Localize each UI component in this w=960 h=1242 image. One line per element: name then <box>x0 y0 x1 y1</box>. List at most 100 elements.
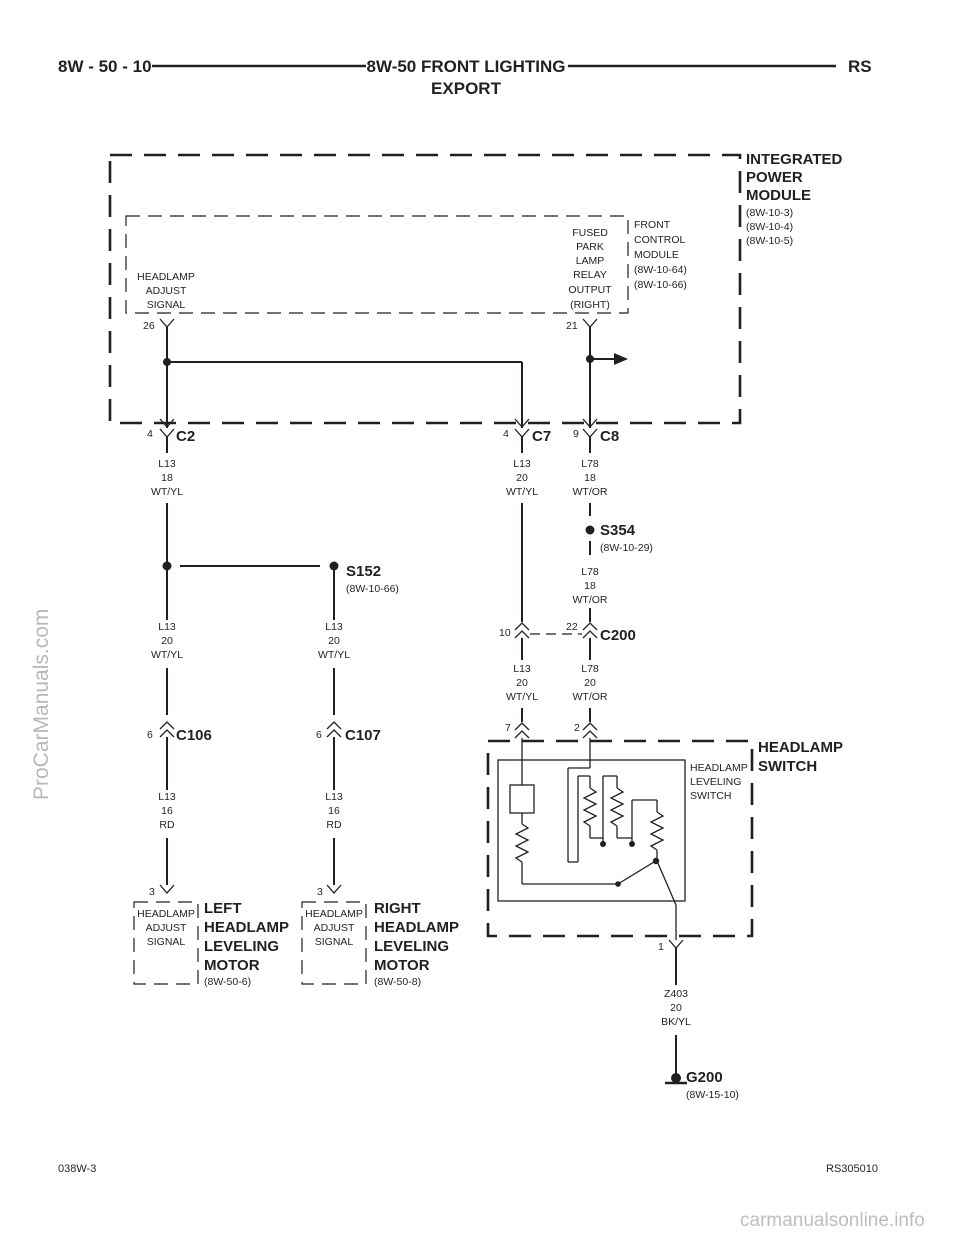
wire-gauge: 20 <box>516 677 528 689</box>
switch-contact-icon <box>617 861 655 885</box>
wire-gauge: 20 <box>328 635 340 647</box>
c106-label: C106 <box>176 727 212 744</box>
page-header: 8W - 50 - 10 8W-50 FRONT LIGHTING EXPORT… <box>58 57 872 98</box>
c200-pin-left: 10 <box>499 627 511 639</box>
fcm-name-2: CONTROL <box>634 234 685 246</box>
headlamp-switch-name-2: SWITCH <box>758 758 817 775</box>
motor-feed-wiring <box>166 737 335 885</box>
left-motor-inner-3: SIGNAL <box>147 936 186 948</box>
wire-gauge: 18 <box>584 580 596 592</box>
left-motor-name-3: LEVELING <box>204 938 279 955</box>
left-motor-inner-1: HEADLAMP <box>137 908 195 920</box>
wire-color: WT/YL <box>151 649 183 661</box>
connector-symbol <box>159 318 175 328</box>
right-branch-wiring <box>521 437 591 635</box>
right-motor-outline <box>301 901 367 985</box>
ipm-name-2: POWER <box>746 169 803 186</box>
right-motor-pin: 3 <box>317 886 323 898</box>
left-motor-name-4: MOTOR <box>204 957 260 974</box>
leveling-switch-schematic <box>509 738 677 940</box>
g200-label: G200 <box>686 1069 723 1086</box>
wire-circuit: L13 <box>513 663 531 675</box>
c106-pin: 6 <box>147 729 153 741</box>
wire-gauge: 18 <box>584 472 596 484</box>
wire-label-c106: L13 16 RD <box>158 791 176 831</box>
side-watermark: ProCarManuals.com <box>30 609 53 800</box>
fcm-circuit-b-1: FUSED <box>572 227 608 239</box>
left-motor-pin: 3 <box>149 886 155 898</box>
c2-label: C2 <box>176 428 195 445</box>
wire-gauge: 20 <box>161 635 173 647</box>
c107-pin: 6 <box>316 729 322 741</box>
fcm-pin-26-label: 26 <box>143 320 155 332</box>
fcm-circuit-b-3: LAMP <box>576 255 605 267</box>
c7-pin: 4 <box>503 428 509 440</box>
wire-circuit: L78 <box>581 566 599 578</box>
wire-circuit: L78 <box>581 663 599 675</box>
wire-label-left-s152: L13 20 WT/YL <box>151 621 183 661</box>
fcm-circuit-park-lamp: FUSED PARK LAMP RELAY OUTPUT (RIGHT) <box>568 227 612 311</box>
wire-label-c200-left: L13 20 WT/YL <box>506 663 538 703</box>
wire-color: WT/YL <box>506 486 538 498</box>
switch-pin-2: 2 <box>574 722 580 734</box>
c8-pin: 9 <box>573 428 579 440</box>
headlamp-switch-outline <box>486 739 754 938</box>
right-motor-ref: (8W-50-8) <box>374 976 421 988</box>
wire-label-c107: L13 16 RD <box>325 791 343 831</box>
headlamp-switch: HEADLAMP SWITCH HEADLAMP LEVELING SWITCH… <box>486 722 843 953</box>
fcm-circuit-a-3: SIGNAL <box>147 299 186 311</box>
leveling-switch-name-1: HEADLAMP <box>690 762 748 774</box>
bottom-watermark: carmanualsonline.info <box>740 1210 925 1231</box>
c7-label: C7 <box>532 428 551 445</box>
wire-color: WT/YL <box>151 486 183 498</box>
fcm-circuit-b-6: (RIGHT) <box>570 299 610 311</box>
s152-ref: (8W-10-66) <box>346 583 399 595</box>
ipm-ref-1: (8W-10-3) <box>746 207 793 219</box>
right-motor-name-3: LEVELING <box>374 938 449 955</box>
left-leveling-motor: 3 HEADLAMP ADJUST SIGNAL LEFT HEADLAMP L… <box>133 884 289 988</box>
ground-g200: G200 (8W-15-10) <box>665 1069 739 1101</box>
ipm-outline <box>108 153 742 425</box>
ipm-name-3: MODULE <box>746 187 811 204</box>
switch-pin-1: 1 <box>658 941 664 953</box>
wire-circuit: L13 <box>158 621 176 633</box>
c200-label: C200 <box>600 627 636 644</box>
splice-s152: S152 (8W-10-66) <box>329 561 399 595</box>
page-number: 8W - 50 - 10 <box>58 57 152 76</box>
junction-dot <box>162 561 172 571</box>
left-motor-outline <box>133 901 199 985</box>
resistor-icon <box>649 811 665 851</box>
right-motor-inner-3: SIGNAL <box>315 936 354 948</box>
wire-circuit: L78 <box>581 458 599 470</box>
connector-c200: 10 22 C200 <box>499 621 636 644</box>
fcm-ref-1: (8W-10-64) <box>634 264 687 276</box>
leveling-switch-name-2: LEVELING <box>690 776 741 788</box>
splice-s354: S354 (8W-10-29) <box>585 522 653 554</box>
resistor-icon <box>609 787 625 827</box>
fcm-pin-21: 21 <box>566 318 598 332</box>
wire-gauge: 20 <box>516 472 528 484</box>
resistor-icon <box>514 823 530 863</box>
c107-label: C107 <box>345 727 381 744</box>
wire-color: RD <box>326 819 342 831</box>
ipm-ref-3: (8W-10-5) <box>746 235 793 247</box>
section-code: RS <box>848 57 872 76</box>
wire-label-s354: L78 18 WT/OR <box>573 566 608 606</box>
wire-label-c2: L13 18 WT/YL <box>151 458 183 498</box>
fcm-circuit-a-2: ADJUST <box>146 285 187 297</box>
c200-pin-right: 22 <box>566 621 578 633</box>
wire-circuit: L13 <box>158 791 176 803</box>
wire-circuit: L13 <box>325 791 343 803</box>
s354-ref: (8W-10-29) <box>600 542 653 554</box>
document-code: RS305010 <box>826 1163 878 1175</box>
fcm-circuit-headlamp-adjust: HEADLAMP ADJUST SIGNAL <box>137 271 195 311</box>
ipm-internal-wiring <box>163 327 628 428</box>
fcm-pin-21-label: 21 <box>566 320 578 332</box>
page-title: 8W-50 FRONT LIGHTING <box>367 57 566 76</box>
ipm-label: INTEGRATED POWER MODULE (8W-10-3) (8W-10… <box>746 151 843 247</box>
connector-c107: 6 C107 <box>316 721 381 744</box>
wire-color: WT/OR <box>573 691 608 703</box>
fcm-pin-26: 26 <box>143 318 175 332</box>
wire-circuit: L13 <box>158 458 176 470</box>
left-motor-inner-2: ADJUST <box>146 922 187 934</box>
